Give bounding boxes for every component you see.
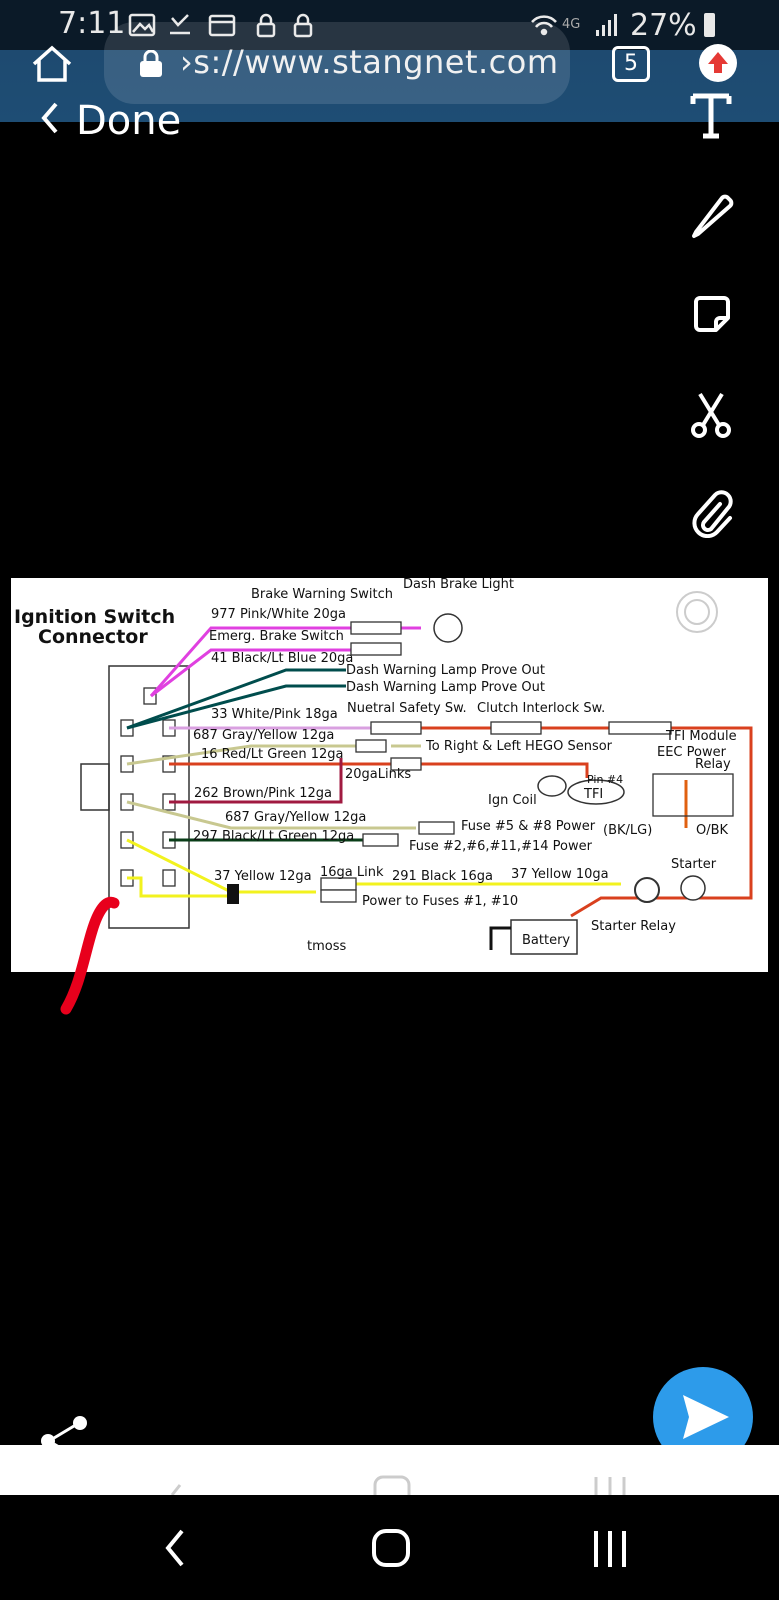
status-right-icons: 4G — [531, 13, 715, 37]
label-w291: 291 Black 16ga — [392, 869, 493, 884]
lock-icon — [140, 50, 162, 77]
status-bar: 7:11 4G 27% — [0, 0, 779, 50]
send-arrow-icon — [683, 1395, 729, 1439]
home-nav-icon[interactable] — [370, 1527, 414, 1571]
wiring-diagram: Ignition Switch Connector Brake Warning … — [11, 578, 768, 972]
tfi-box — [567, 779, 625, 805]
status-icons — [128, 13, 313, 38]
back-chevron-icon[interactable] — [40, 102, 60, 134]
label-16ga-link: 16ga Link — [320, 865, 384, 880]
ign-coil — [537, 775, 567, 797]
system-nav-bar — [0, 1495, 779, 1600]
label-w16: 16 Red/Lt Green 12ga — [201, 747, 344, 762]
red-annotation-stroke — [60, 896, 120, 1015]
label-w977: 977 Pink/White 20ga — [211, 607, 346, 622]
battery-box — [510, 919, 578, 955]
label-relay: Relay — [695, 757, 731, 772]
label-20ga-links: 20gaLinks — [345, 767, 411, 782]
battery-percent: 27% — [630, 8, 697, 43]
switch-boxes — [320, 621, 672, 903]
diagram-title-1: Ignition Switch — [14, 606, 175, 628]
brake-light-bulb — [433, 613, 463, 643]
label-w41: 41 Black/Lt Blue 20ga — [211, 651, 353, 666]
label-tfi: TFI — [583, 787, 603, 802]
url-text[interactable]: ›s://www.stangnet.com — [180, 43, 559, 81]
svg-text:4G: 4G — [562, 17, 580, 32]
paperclip-icon[interactable] — [690, 488, 734, 538]
label-neutral-safety: Nuetral Safety Sw. — [347, 701, 467, 716]
label-w37a: 37 Yellow 12ga — [214, 869, 312, 884]
sticker-icon[interactable] — [690, 292, 734, 336]
eec-relay — [652, 773, 734, 817]
url-bar[interactable] — [104, 22, 570, 104]
label-fuse2: Fuse #2,#6,#11,#14 Power — [409, 839, 593, 854]
label-pin4: Pin #4 — [587, 773, 623, 786]
label-tmoss: tmoss — [307, 939, 346, 954]
status-time: 7:11 — [58, 6, 126, 41]
back-icon[interactable] — [160, 1525, 190, 1571]
tab-count-button[interactable]: 5 — [612, 46, 650, 82]
label-emerg-brake: Emerg. Brake Switch — [209, 629, 344, 644]
label-dash-brake-light: Dash Brake Light — [403, 578, 514, 592]
scissors-icon[interactable] — [690, 390, 732, 440]
label-starter-relay: Starter Relay — [591, 919, 676, 934]
label-w262: 262 Brown/Pink 12ga — [194, 786, 332, 801]
label-tfi-module: TFI Module — [665, 729, 737, 744]
recents-icon[interactable] — [590, 1527, 630, 1571]
home-icon[interactable] — [30, 44, 74, 84]
done-button[interactable]: Done — [76, 98, 182, 144]
label-bk-lg: (BK/LG) — [603, 823, 652, 838]
label-clutch-interlock: Clutch Interlock Sw. — [477, 701, 605, 716]
label-o-bk: O/BK — [696, 823, 729, 838]
label-w687b: 687 Gray/Yellow 12ga — [225, 810, 366, 825]
label-brake-warning-switch: Brake Warning Switch — [251, 587, 393, 602]
text-tool-icon[interactable] — [689, 92, 733, 140]
label-fuse58: Fuse #5 & #8 Power — [461, 819, 596, 834]
label-w33: 33 White/Pink 18ga — [211, 707, 338, 722]
label-hego: To Right & Left HEGO Sensor — [425, 739, 613, 754]
label-dash-lamp-2: Dash Warning Lamp Prove Out — [346, 680, 545, 695]
faded-nav-icons — [170, 1475, 626, 1496]
label-w37b: 37 Yellow 10ga — [511, 867, 609, 882]
label-w687a: 687 Gray/Yellow 12ga — [193, 728, 334, 743]
splice-block — [227, 884, 239, 904]
pencil-icon[interactable] — [690, 192, 734, 240]
label-w297: 297 Black/Lt Green 12ga — [193, 829, 354, 844]
starter-motor — [680, 875, 706, 901]
starter-relay — [634, 877, 660, 903]
upload-icon[interactable] — [697, 42, 739, 84]
label-ign-coil: Ign Coil — [488, 793, 537, 808]
label-eec-power: EEC Power — [657, 745, 727, 760]
label-power-fuses: Power to Fuses #1, #10 — [362, 894, 518, 909]
diagram-title-2: Connector — [38, 626, 148, 648]
keyboard-strip — [0, 1445, 779, 1496]
label-starter: Starter — [671, 857, 717, 872]
wiring-diagram-svg: Ignition Switch Connector Brake Warning … — [14, 578, 753, 955]
connector-tab — [80, 763, 110, 811]
label-battery: Battery — [522, 933, 570, 948]
timer-icon — [676, 591, 718, 633]
label-dash-lamp-1: Dash Warning Lamp Prove Out — [346, 663, 545, 678]
